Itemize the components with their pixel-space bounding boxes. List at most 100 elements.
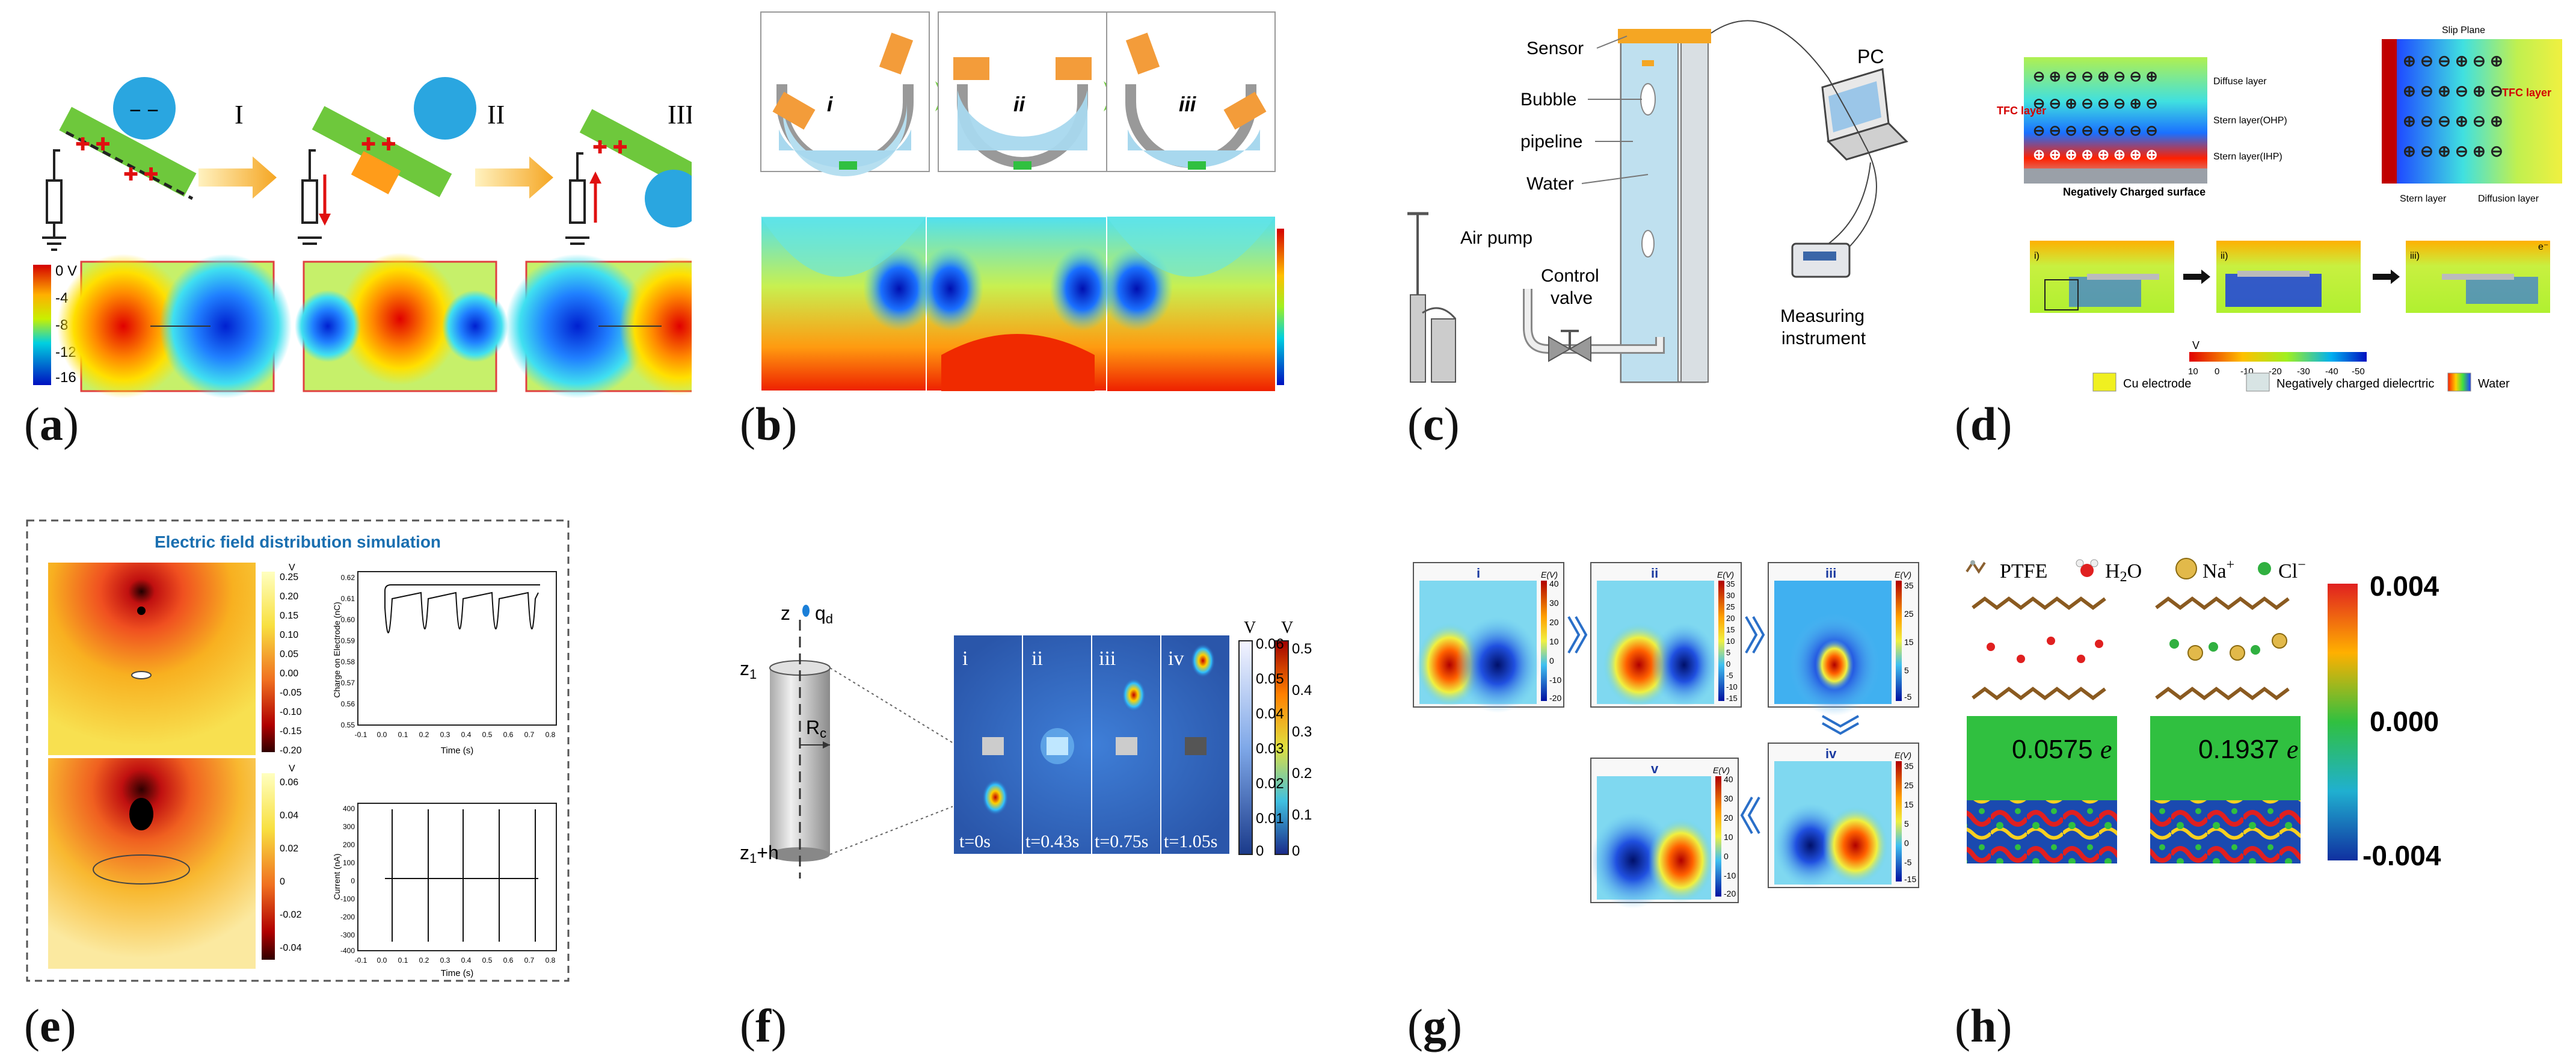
panel-g-figure: i E(V) 40 30 20 10 0 -10 -20 ii E(V) 35 [1413, 562, 1919, 909]
frame-label: ii [1031, 647, 1043, 670]
ytick: -400 [340, 946, 355, 955]
label-slip-plane: Slip Plane [2442, 25, 2485, 36]
cb-e-bot-tick: 0.02 [280, 844, 298, 854]
cb-e-top-tick: 0.00 [280, 669, 298, 679]
label-z1-sub: 1 [749, 667, 757, 682]
label-q-sub: d [826, 611, 833, 626]
label-z1h: z [740, 842, 749, 863]
cb-e-top-tick: 0.15 [280, 611, 298, 621]
label-water: Water [1526, 174, 1574, 194]
legend-h2o-2: 2 [2120, 569, 2127, 585]
gtick: -10 [1726, 682, 1738, 691]
label-diffuse-layer: Diffuse layer [2213, 76, 2267, 87]
svg-text:✚ ✚: ✚ ✚ [75, 135, 111, 155]
tfc-layer-label-right: TFC layer [2502, 87, 2551, 99]
gtick: 30 [1549, 598, 1559, 608]
panel-label-b: (b) [740, 398, 798, 450]
label-stern-ohp: Stern layer(OHP) [2213, 116, 2287, 126]
cb-e-top-tick: 0.10 [280, 630, 298, 640]
cb-d-tick: 0 [2215, 366, 2219, 377]
panel-e: Electric field distribution simulation V… [24, 517, 577, 1052]
xtick: 0.4 [461, 956, 472, 965]
cb-h-tick: 0.004 [2370, 570, 2439, 602]
measuring-instrument [1791, 242, 1851, 278]
frame-f-iv: iv t=1.05s [1160, 634, 1231, 855]
cb-d-tick: -40 [2325, 366, 2338, 377]
panel-b: i ii iii [740, 0, 1287, 450]
ytick: 0.56 [341, 700, 355, 708]
gtick: 20 [1726, 614, 1735, 623]
gtick: 25 [1904, 780, 1914, 790]
svg-text:⊕ ⊕ ⊕ ⊕ ⊕ ⊕ ⊕ ⊕: ⊕ ⊕ ⊕ ⊕ ⊕ ⊕ ⊕ ⊕ [2033, 147, 2158, 163]
label-z: z [781, 602, 790, 624]
gtick: 5 [1904, 665, 1909, 675]
legend-na: Na [2203, 560, 2227, 582]
plot-charge-xlabel: Time (s) [441, 746, 473, 756]
air-pump [1407, 212, 1457, 383]
legend-na-sup: + [2227, 557, 2235, 573]
svg-text:✚ ✚: ✚ ✚ [361, 135, 396, 155]
tfc-layer-label-left: TFC layer [1997, 105, 2046, 117]
label-stern-layer: Stern layer [2400, 194, 2447, 204]
panel-label-g: (g) [1407, 999, 1462, 1052]
ytick: 400 [343, 804, 355, 813]
svg-text:⊖ ⊕ ⊖ ⊖ ⊕ ⊖ ⊖ ⊕: ⊖ ⊕ ⊖ ⊖ ⊕ ⊖ ⊖ ⊕ [2033, 69, 2158, 85]
label-measuring: Measuring [1780, 306, 1864, 326]
cb-d-tick: -20 [2269, 366, 2282, 377]
frame-g-label: v [1651, 761, 1659, 776]
panel-label-d: (d) [1955, 398, 2012, 450]
cb-h-tick: 0.000 [2370, 706, 2439, 737]
gtick: -15 [1726, 694, 1738, 703]
cb-d-tick: 10 [2188, 366, 2198, 377]
ytick: 0.58 [341, 658, 355, 666]
colorbar-e-bottom [262, 773, 275, 960]
gtick: 25 [1726, 602, 1735, 611]
stage-initial: − − ✚ ✚ ✚ ✚ [42, 77, 197, 251]
gtick: 20 [1549, 617, 1559, 627]
svg-text:⊕ ⊖ ⊖ ⊕ ⊖ ⊕: ⊕ ⊖ ⊖ ⊕ ⊖ ⊕ [2403, 52, 2503, 70]
gtick: -5 [1904, 692, 1912, 702]
gtick: 30 [1726, 591, 1735, 600]
xtick: 0.6 [503, 730, 514, 739]
xtick: 0.5 [482, 956, 493, 965]
edl-diagram-right: ⊕ ⊖ ⊖ ⊕ ⊖ ⊕ ⊕ ⊖ ⊕ ⊖ ⊕ ⊖ ⊕ ⊖ ⊖ ⊕ ⊖ ⊕ ⊕ ⊖ … [2382, 25, 2562, 204]
panel-a-figure: − − ✚ ✚ ✚ ✚ I ✚ ✚ II [33, 77, 740, 398]
xtick: 0.0 [377, 956, 387, 965]
label-pc: PC [1857, 46, 1884, 67]
panel-c-figure: Sensor Bubble pipeline Water PC Air pump… [1407, 20, 1908, 383]
gtick: 15 [1726, 625, 1735, 634]
panel-g: i E(V) 40 30 20 10 0 -10 -20 ii E(V) 35 [1407, 517, 1949, 1052]
cb-e-top-tick: -0.15 [280, 726, 302, 736]
legend-dielectric: Negatively charged dielecrtric [2276, 377, 2434, 391]
step-label-II: II [487, 100, 505, 129]
step-d-ii: ii) [2221, 251, 2228, 261]
ytick: 0.61 [341, 594, 355, 603]
cb-f1-tick: 0.02 [1256, 776, 1284, 792]
ytick: -100 [340, 895, 355, 903]
xtick: 0.1 [398, 956, 408, 965]
gtick: 0 [1724, 851, 1729, 861]
stage-label-b-iii: iii [1179, 93, 1197, 116]
tube-stage-ii: ii [938, 11, 1107, 172]
gtick: -10 [1724, 871, 1736, 880]
step-d-iii: iii) [2410, 251, 2420, 261]
plot-charge-ylabel: Charge on Electrode (nC) [332, 602, 342, 698]
cb-e-top-tick: 0.25 [280, 572, 298, 582]
cb-f1-unit: V [1244, 619, 1256, 637]
ytick: -300 [340, 931, 355, 939]
cb-d-unit: V [2192, 339, 2199, 351]
label-q: q [815, 602, 826, 624]
xtick: 0.6 [503, 956, 514, 965]
frame-g-unit: E(V) [1541, 570, 1558, 579]
cb-f2-tick: 0.2 [1292, 765, 1312, 782]
svg-text:qd: qd [815, 602, 833, 626]
panel-b-figure: i ii iii [760, 11, 1284, 392]
label-negatively-charged-surface: Negatively Charged surface [2063, 186, 2206, 198]
gtick: -20 [1549, 693, 1561, 703]
charge-map-left: 0.0575 e [1967, 716, 2117, 863]
gtick: -5 [1726, 671, 1733, 680]
gtick: 40 [1724, 774, 1733, 784]
xtick: 0.7 [524, 730, 535, 739]
svg-text:⊖ ⊖ ⊖ ⊖ ⊖ ⊖ ⊖ ⊖: ⊖ ⊖ ⊖ ⊖ ⊖ ⊖ ⊖ ⊖ [2033, 123, 2158, 139]
svg-text:⊕ ⊖ ⊕ ⊖ ⊕ ⊖: ⊕ ⊖ ⊕ ⊖ ⊕ ⊖ [2403, 142, 2503, 160]
